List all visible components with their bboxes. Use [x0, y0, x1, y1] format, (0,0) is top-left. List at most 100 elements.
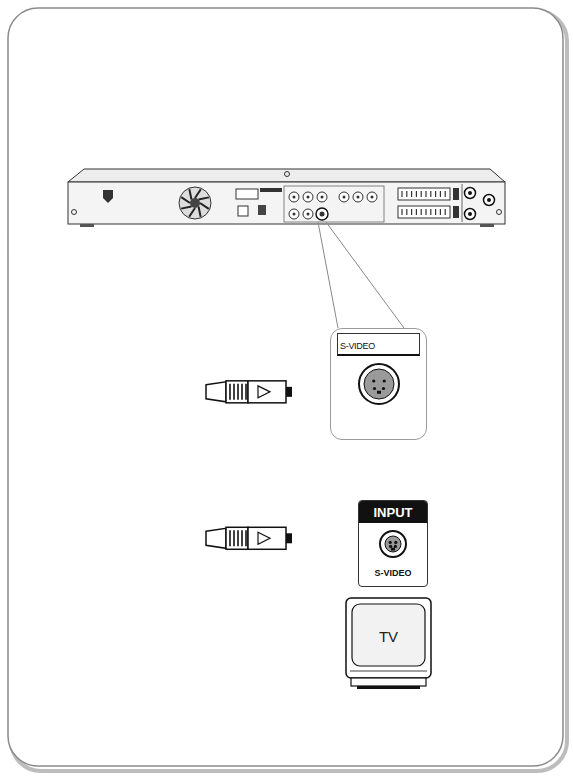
jack-holder — [359, 523, 427, 562]
plug-mark — [258, 532, 270, 544]
digital-port — [236, 189, 258, 199]
input-footer: S-VIDEO — [359, 562, 427, 580]
panel-divider — [462, 184, 463, 222]
s-video-jack-icon — [357, 362, 401, 406]
rca-jack — [303, 209, 313, 219]
jack-pin — [381, 387, 384, 390]
jack-inner — [385, 536, 401, 552]
recorder-top — [68, 169, 505, 182]
plug-head — [248, 381, 286, 403]
jack-pin — [372, 387, 375, 390]
s-video-jack-icon — [378, 529, 408, 559]
rca-jack — [353, 192, 363, 202]
jack-key — [377, 391, 381, 394]
scart-pin — [421, 209, 422, 215]
rca-jack-pin — [321, 196, 324, 199]
rca-jack-pin — [307, 213, 310, 216]
fan-blade — [199, 207, 201, 217]
jack-pin — [394, 545, 397, 548]
scart-pin — [435, 191, 436, 197]
port — [238, 206, 248, 216]
rca-jack-pin — [343, 196, 346, 199]
grip-rib — [237, 530, 239, 546]
jack-pin — [389, 541, 392, 544]
scart-socket — [398, 188, 450, 200]
callout-header: S-VIDEO — [337, 333, 420, 356]
scart-pin — [440, 191, 441, 197]
plug-mark — [258, 386, 270, 398]
recorder-illustration — [68, 169, 505, 227]
recorder-foot — [480, 224, 494, 227]
scart-socket — [398, 206, 450, 218]
rca-jack-pin — [357, 196, 360, 199]
tv-label: TV — [379, 628, 398, 645]
port-label: S-VIDEO — [374, 568, 411, 578]
leader-line — [326, 222, 404, 328]
antenna-jack — [465, 209, 476, 220]
recorder-foot — [80, 224, 94, 227]
scart-pin — [411, 209, 412, 215]
grip-rib — [241, 384, 243, 400]
scart-pin — [406, 209, 407, 215]
jack-pin — [372, 379, 375, 382]
scart-pin — [416, 209, 417, 215]
rca-jack — [339, 192, 349, 202]
scart-pin — [401, 191, 402, 197]
scart-pin — [406, 191, 407, 197]
scart-pin — [401, 209, 402, 215]
label-strip — [453, 206, 459, 218]
label-strip — [453, 188, 459, 200]
plug-tip — [286, 533, 292, 543]
fan-blade — [195, 189, 201, 198]
fan-blade — [200, 203, 209, 209]
leader-line — [318, 222, 338, 328]
fan-blade — [199, 197, 209, 199]
scart-pin — [445, 209, 446, 215]
grip-rib — [233, 530, 235, 546]
recorder-back-panel — [68, 182, 505, 224]
plug-tip — [286, 387, 292, 397]
frame-border — [8, 8, 563, 766]
power-cord-inlet — [103, 190, 113, 203]
scart-pin — [425, 209, 426, 215]
jack-pin — [382, 379, 385, 382]
rca-jack — [289, 192, 299, 202]
jack-outer — [380, 531, 406, 557]
jack-outer — [359, 364, 399, 404]
screw — [72, 210, 77, 215]
tv-screen — [352, 604, 425, 666]
grip-rib — [233, 384, 235, 400]
antenna-jack — [484, 195, 495, 206]
grip-rib — [245, 530, 247, 546]
rca-jack-pin — [293, 213, 296, 216]
jack-pin — [389, 545, 392, 548]
rca-jack-pin — [307, 196, 310, 199]
plug-head — [248, 527, 286, 549]
tv-set: TV — [345, 597, 432, 690]
tv-body — [346, 598, 431, 678]
scart-pin — [440, 209, 441, 215]
rca-jack — [317, 192, 327, 202]
tv-stand — [351, 678, 426, 686]
optical-port — [258, 205, 266, 215]
fan-ring — [179, 187, 211, 219]
scart-pin — [430, 209, 431, 215]
tv-bezel-line — [350, 671, 427, 672]
rca-jack — [367, 192, 377, 202]
s-video-jack-core — [320, 212, 325, 217]
jack-inner — [364, 369, 394, 399]
scart-pin — [411, 191, 412, 197]
antenna-jack-core — [487, 198, 491, 202]
scart-pin — [421, 191, 422, 197]
antenna-jack — [465, 188, 476, 199]
jack-panel — [284, 186, 384, 222]
s-video-plug — [206, 381, 292, 403]
fan-blade — [181, 207, 191, 209]
jack-pin — [394, 541, 397, 544]
fan-blade — [189, 208, 195, 217]
grip-rib — [229, 384, 231, 400]
scart-pin — [435, 209, 436, 215]
grip-rib — [241, 530, 243, 546]
